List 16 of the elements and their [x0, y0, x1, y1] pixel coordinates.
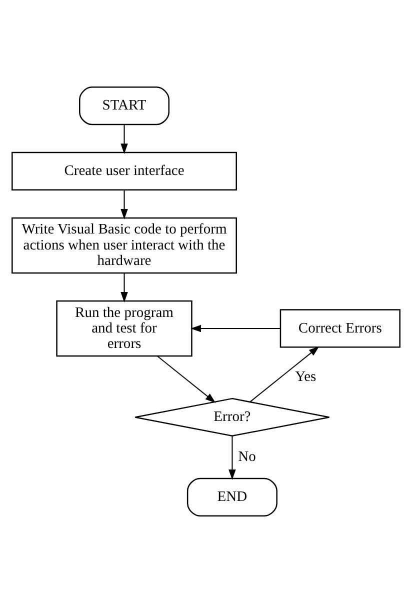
edge-label: Yes: [295, 369, 316, 386]
arrow: [156, 356, 216, 403]
arrow: [228, 436, 236, 480]
node-box: Write Visual Basic code to perform actions when user interact with the hardware: [12, 217, 237, 274]
node-box: END: [186, 478, 278, 516]
arrow: [250, 346, 320, 402]
arrow: [120, 273, 128, 302]
node-box: Create user interface: [12, 152, 237, 191]
node-box: Run the program and test for errors: [56, 300, 192, 357]
edge-label: No: [238, 449, 256, 466]
arrow: [120, 124, 128, 154]
node-box: START: [79, 86, 170, 126]
node-box: Correct Errors: [280, 309, 400, 348]
arrow: [120, 190, 128, 220]
arrow: [190, 324, 280, 332]
node-diamond: Error?: [134, 398, 330, 437]
